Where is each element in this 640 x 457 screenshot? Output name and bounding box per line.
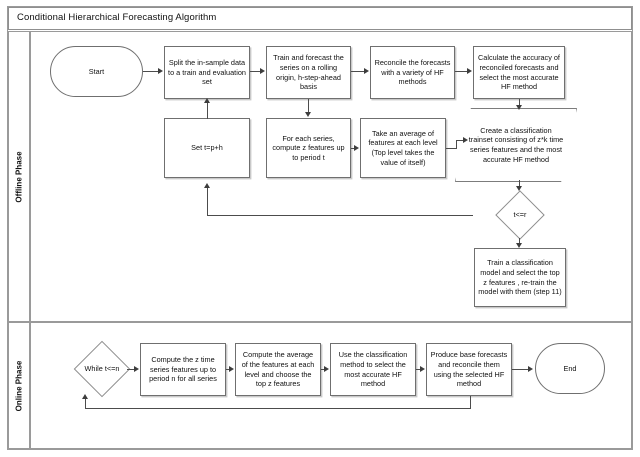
edge-decision-to-trainmodel xyxy=(519,238,520,244)
edge-avgchoose-to-useclass xyxy=(321,369,325,370)
node-start-label: Start xyxy=(88,66,105,76)
edge-features-to-average xyxy=(351,148,355,149)
edge-avgchoose-to-useclass-arrow xyxy=(324,366,329,372)
node-end[interactable]: End xyxy=(535,343,605,394)
lane-label-column-online: Online Phase xyxy=(8,322,30,449)
edge-sett-to-split-arrow xyxy=(204,98,210,103)
node-create-trainset-label: Create a classification trainset consist… xyxy=(468,125,564,164)
edge-decision-loop-h xyxy=(207,215,473,216)
edge-computez-to-avgchoose xyxy=(226,369,230,370)
node-average-choose-top-z-label: Compute the average of the features at e… xyxy=(241,350,315,389)
edge-start-to-split-arrow xyxy=(158,68,163,74)
edge-average-to-trainset-h1 xyxy=(446,148,457,149)
edge-produce-to-end-arrow xyxy=(528,366,533,372)
edge-decision-to-trainmodel-arrow xyxy=(516,243,522,248)
edge-produce-to-end xyxy=(512,369,529,370)
edge-accuracy-to-trainset xyxy=(519,99,520,108)
node-create-trainset[interactable]: Create a classification trainset consist… xyxy=(455,108,577,182)
node-end-label: End xyxy=(563,363,577,373)
node-produce-base-forecasts[interactable]: Produce base forecasts and reconcile the… xyxy=(426,343,512,396)
node-compute-z-features-online-label: Compute the z time series features up to… xyxy=(149,355,217,384)
node-compute-features-label: For each series, compute z features up t… xyxy=(272,133,345,162)
edge-accuracy-to-trainset-arrow xyxy=(516,105,522,110)
lane-label-column-offline: Offline Phase xyxy=(8,31,30,322)
node-average-features-label: Take an average of features at each leve… xyxy=(368,128,438,167)
edge-start-to-split xyxy=(143,71,159,72)
edge-decision-loop-arrow xyxy=(204,183,210,188)
lane-label-offline: Offline Phase xyxy=(14,150,24,203)
edge-trainfc-to-reconcile xyxy=(351,71,365,72)
edge-sett-to-split xyxy=(207,101,208,119)
edge-while-to-computez-arrow xyxy=(134,366,139,372)
edge-features-to-average-arrow xyxy=(354,145,359,151)
lane-label-online: Online Phase xyxy=(14,360,24,411)
node-decision-t-le-r[interactable]: t<=r xyxy=(472,190,568,240)
edge-trainset-to-decision-arrow xyxy=(516,186,522,191)
node-reconcile-forecasts[interactable]: Reconcile the forecasts with a variety o… xyxy=(370,46,455,99)
edge-computez-to-avgchoose-arrow xyxy=(229,366,234,372)
node-split-in-sample-label: Split the in-sample data to a train and … xyxy=(168,58,246,87)
edge-trainfc-to-reconcile-arrow xyxy=(364,68,369,74)
edge-produce-loop-v2 xyxy=(85,399,86,409)
edge-produce-loop-h xyxy=(85,408,471,409)
node-reconcile-forecasts-label: Reconcile the forecasts with a variety o… xyxy=(374,58,451,87)
edge-split-to-trainfc xyxy=(250,71,261,72)
diagram-title-bar: Conditional Hierarchical Forecasting Alg… xyxy=(8,7,632,30)
node-set-t-label: Set t=p+h xyxy=(191,143,223,153)
node-train-forecast[interactable]: Train and forecast the series on a rolli… xyxy=(266,46,351,99)
edge-produce-loop-arrow xyxy=(82,394,88,399)
node-train-forecast-label: Train and forecast the series on a rolli… xyxy=(273,53,344,92)
edge-split-to-trainfc-arrow xyxy=(260,68,265,74)
node-set-t[interactable]: Set t=p+h xyxy=(164,118,250,178)
node-average-choose-top-z[interactable]: Compute the average of the features at e… xyxy=(235,343,321,396)
node-use-classification-method-label: Use the classification method to select … xyxy=(338,350,408,389)
edge-decision-loop-v xyxy=(207,188,208,216)
node-train-classification-model[interactable]: Train a classification model and select … xyxy=(474,248,566,307)
edge-reconcile-to-accuracy xyxy=(455,71,468,72)
diagram-title: Conditional Hierarchical Forecasting Alg… xyxy=(17,12,217,23)
edge-trainfc-to-features-arrow xyxy=(305,112,311,117)
node-compute-features[interactable]: For each series, compute z features up t… xyxy=(266,118,351,178)
node-start[interactable]: Start xyxy=(50,46,143,97)
edge-trainfc-to-features xyxy=(308,99,309,113)
node-average-features[interactable]: Take an average of features at each leve… xyxy=(360,118,446,178)
edge-produce-loop-v xyxy=(470,396,471,409)
node-calculate-accuracy-label: Calculate the accuracy of reconciled for… xyxy=(478,53,560,92)
edge-useclass-to-produce-arrow xyxy=(420,366,425,372)
edge-useclass-to-produce xyxy=(416,369,421,370)
node-decision-while-t-le-n[interactable]: While t<=n xyxy=(62,340,142,398)
edge-reconcile-to-accuracy-arrow xyxy=(467,68,472,74)
node-split-in-sample[interactable]: Split the in-sample data to a train and … xyxy=(164,46,250,99)
edge-trainset-to-decision xyxy=(519,180,520,187)
node-use-classification-method[interactable]: Use the classification method to select … xyxy=(330,343,416,396)
node-calculate-accuracy[interactable]: Calculate the accuracy of reconciled for… xyxy=(473,46,565,99)
node-produce-base-forecasts-label: Produce base forecasts and reconcile the… xyxy=(430,350,508,389)
node-decision-while-t-le-n-label: While t<=n xyxy=(84,364,120,374)
edge-while-to-computez xyxy=(127,369,135,370)
edge-average-to-trainset-h2 xyxy=(456,140,464,141)
node-compute-z-features-online[interactable]: Compute the z time series features up to… xyxy=(140,343,226,396)
edge-average-to-trainset-v xyxy=(456,140,457,149)
node-train-classification-model-label: Train a classification model and select … xyxy=(478,258,562,297)
node-decision-t-le-r-label: t<=r xyxy=(513,210,527,220)
edge-average-to-trainset-arrow xyxy=(463,137,468,143)
